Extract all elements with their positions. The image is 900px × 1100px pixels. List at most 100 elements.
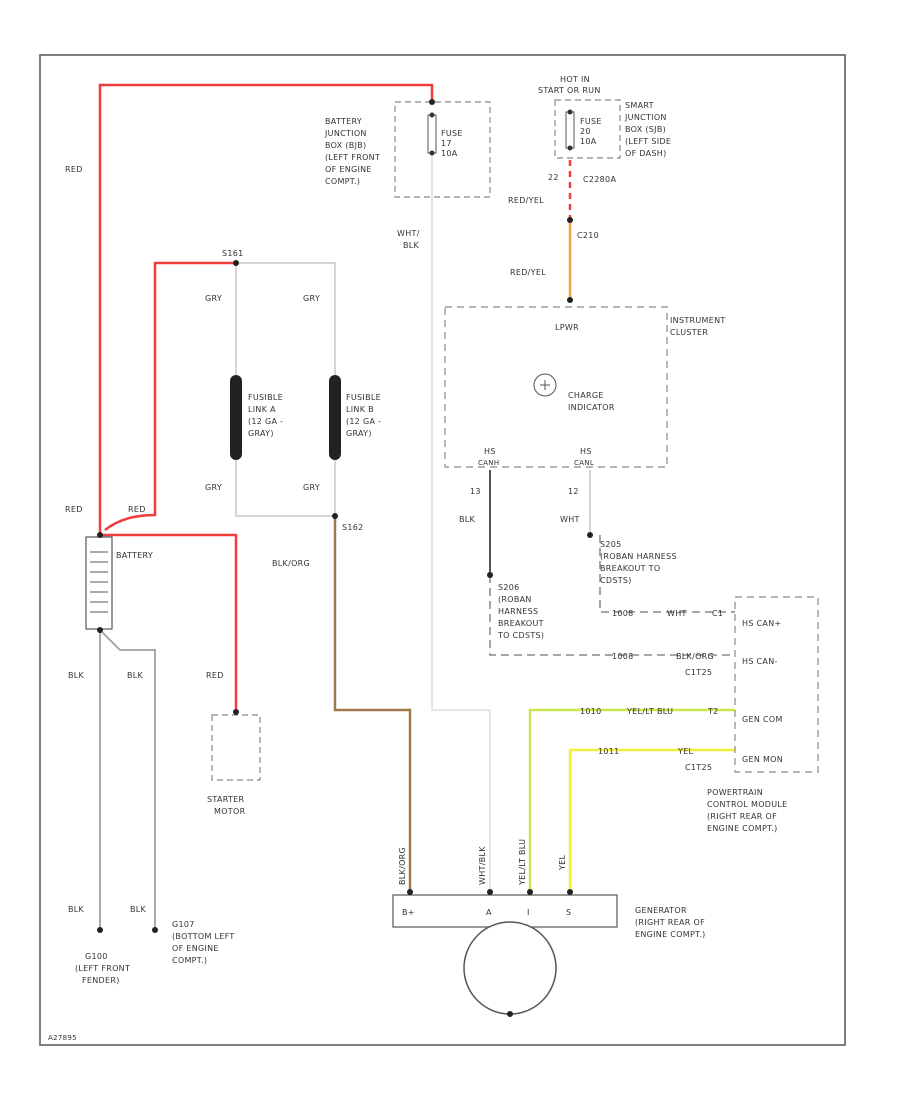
svg-text:A: A: [486, 908, 492, 917]
wire-blk-g107: [99, 629, 156, 930]
svg-text:C1T25: C1T25: [685, 668, 712, 677]
svg-text:(LEFT SIDE: (LEFT SIDE: [625, 137, 671, 146]
label-blk-battery-1: BLK: [68, 671, 85, 680]
label-wire-1011: 1011 YEL C1T25: [598, 747, 712, 772]
svg-text:HS CAN-: HS CAN-: [742, 657, 778, 666]
label-blk-org: BLK/ORG: [272, 559, 310, 568]
wire-red-battery-to-bjb: [98, 83, 434, 535]
label-starter: STARTER MOTOR: [207, 795, 245, 816]
svg-text:1008: 1008: [612, 652, 634, 661]
svg-text:FUSIBLE: FUSIBLE: [346, 393, 381, 402]
label-pin-13: 13: [470, 487, 481, 496]
label-red-left-mid: RED: [65, 505, 83, 514]
label-g100: G100 (LEFT FRONT FENDER): [75, 952, 130, 985]
label-gry-tr: GRY: [303, 294, 320, 303]
svg-text:COMPT.): COMPT.): [325, 177, 360, 186]
svg-text:WHT/: WHT/: [397, 229, 420, 238]
svg-text:HS: HS: [484, 447, 496, 456]
label-red-top-left: RED: [65, 165, 83, 174]
svg-text:CANH: CANH: [478, 459, 499, 467]
fusible-link-a: [230, 375, 242, 460]
label-s205: S205 (ROBAN HARNESS BREAKOUT TO CDSTS): [600, 540, 677, 585]
svg-text:S206: S206: [498, 583, 520, 592]
label-fusible-b: FUSIBLE LINK B (12 GA - GRAY): [346, 393, 381, 438]
label-pcm: POWERTRAIN CONTROL MODULE (RIGHT REAR OF…: [707, 788, 787, 833]
label-gry-tl: GRY: [205, 294, 222, 303]
svg-text:BOX (BJB): BOX (BJB): [325, 141, 366, 150]
svg-text:1011: 1011: [598, 747, 620, 756]
label-c2280a: C2280A: [583, 175, 616, 184]
svg-text:(RIGHT REAR OF: (RIGHT REAR OF: [707, 812, 777, 821]
svg-text:JUNCTION: JUNCTION: [624, 113, 667, 122]
svg-text:(ROBAN HARNESS: (ROBAN HARNESS: [600, 552, 677, 561]
svg-text:GENERATOR: GENERATOR: [635, 906, 687, 915]
svg-text:S205: S205: [600, 540, 622, 549]
svg-text:FUSE: FUSE: [580, 117, 602, 126]
svg-text:SMART: SMART: [625, 101, 654, 110]
label-lpwr: LPWR: [555, 323, 579, 332]
wire-yel-lt-blu: [528, 708, 735, 892]
svg-text:CLUSTER: CLUSTER: [670, 328, 708, 337]
label-generator: GENERATOR (RIGHT REAR OF ENGINE COMPT.): [635, 906, 705, 939]
svg-text:BOX (SJB): BOX (SJB): [625, 125, 666, 134]
label-gry-br: GRY: [303, 483, 320, 492]
label-s161: S161: [222, 249, 244, 258]
fuse-20-bottom: [567, 145, 573, 151]
svg-text:(BOTTOM LEFT: (BOTTOM LEFT: [172, 932, 235, 941]
wire-gry-fusible-loop: [235, 262, 336, 517]
svg-text:OF DASH): OF DASH): [625, 149, 667, 158]
label-wire-1010: 1010 YEL/LT BLU T2: [580, 707, 719, 716]
charge-indicator-filament: [540, 380, 550, 390]
label-pin-12: 12: [568, 487, 579, 496]
svg-text:JUNCTION: JUNCTION: [324, 129, 367, 138]
svg-text:HOT IN: HOT IN: [560, 75, 590, 84]
svg-text:BLK/ORG: BLK/ORG: [676, 652, 714, 661]
wire-blk-org: [333, 516, 412, 892]
svg-text:T2: T2: [707, 707, 719, 716]
label-hs-left: HS CANH: [478, 447, 499, 467]
svg-text:ENGINE COMPT.): ENGINE COMPT.): [707, 824, 778, 833]
svg-text:BREAKOUT TO: BREAKOUT TO: [600, 564, 660, 573]
frame: [39, 54, 846, 1046]
svg-text:GEN MON: GEN MON: [742, 755, 783, 764]
label-fusible-a: FUSIBLE LINK A (12 GA - GRAY): [248, 393, 283, 438]
wire-s206-dashed: [489, 575, 735, 656]
label-hs-right: HS CANL: [574, 447, 594, 467]
svg-text:INDICATOR: INDICATOR: [568, 403, 615, 412]
label-s162: S162: [342, 523, 364, 532]
svg-text:FUSE: FUSE: [441, 129, 463, 138]
label-red-starter: RED: [206, 671, 224, 680]
svg-text:(LEFT FRONT: (LEFT FRONT: [325, 153, 380, 162]
svg-text:HARNESS: HARNESS: [498, 607, 538, 616]
svg-text:G100: G100: [85, 952, 108, 961]
label-blk-cluster: BLK: [459, 515, 476, 524]
label-red-yel-1: RED/YEL: [508, 196, 544, 205]
svg-text:WHT/BLK: WHT/BLK: [478, 846, 487, 885]
svg-text:INSTRUMENT: INSTRUMENT: [670, 316, 726, 325]
label-wht-blk: WHT/ BLK: [397, 229, 420, 250]
svg-text:OF ENGINE: OF ENGINE: [172, 944, 219, 953]
label-charge-indicator: CHARGE INDICATOR: [568, 391, 615, 412]
svg-text:OF ENGINE: OF ENGINE: [325, 165, 372, 174]
label-red-branch: RED: [128, 505, 146, 514]
wire-red-to-starter: [100, 533, 238, 712]
svg-text:COMPT.): COMPT.): [172, 956, 207, 965]
svg-text:CHARGE: CHARGE: [568, 391, 604, 400]
svg-text:1008: 1008: [612, 609, 634, 618]
pcm-box: [734, 596, 819, 773]
svg-text:BATTERY: BATTERY: [325, 117, 362, 126]
svg-text:17: 17: [441, 139, 452, 148]
svg-text:YEL: YEL: [677, 747, 694, 756]
label-generator-wires: BLK/ORG WHT/BLK YEL/LT BLU YEL: [398, 839, 567, 886]
fuse-17: [427, 114, 437, 154]
svg-text:WHT: WHT: [667, 609, 687, 618]
wire-yel: [568, 748, 735, 892]
svg-text:C1: C1: [712, 609, 723, 618]
svg-text:CDSTS): CDSTS): [600, 576, 632, 585]
label-blk-g100: BLK: [68, 905, 85, 914]
label-blk-g107: BLK: [130, 905, 147, 914]
svg-text:10A: 10A: [441, 149, 458, 158]
wire-red-to-s161: [104, 261, 236, 531]
label-hot-in: HOT IN START OR RUN: [538, 75, 600, 95]
svg-text:BLK: BLK: [403, 241, 420, 250]
